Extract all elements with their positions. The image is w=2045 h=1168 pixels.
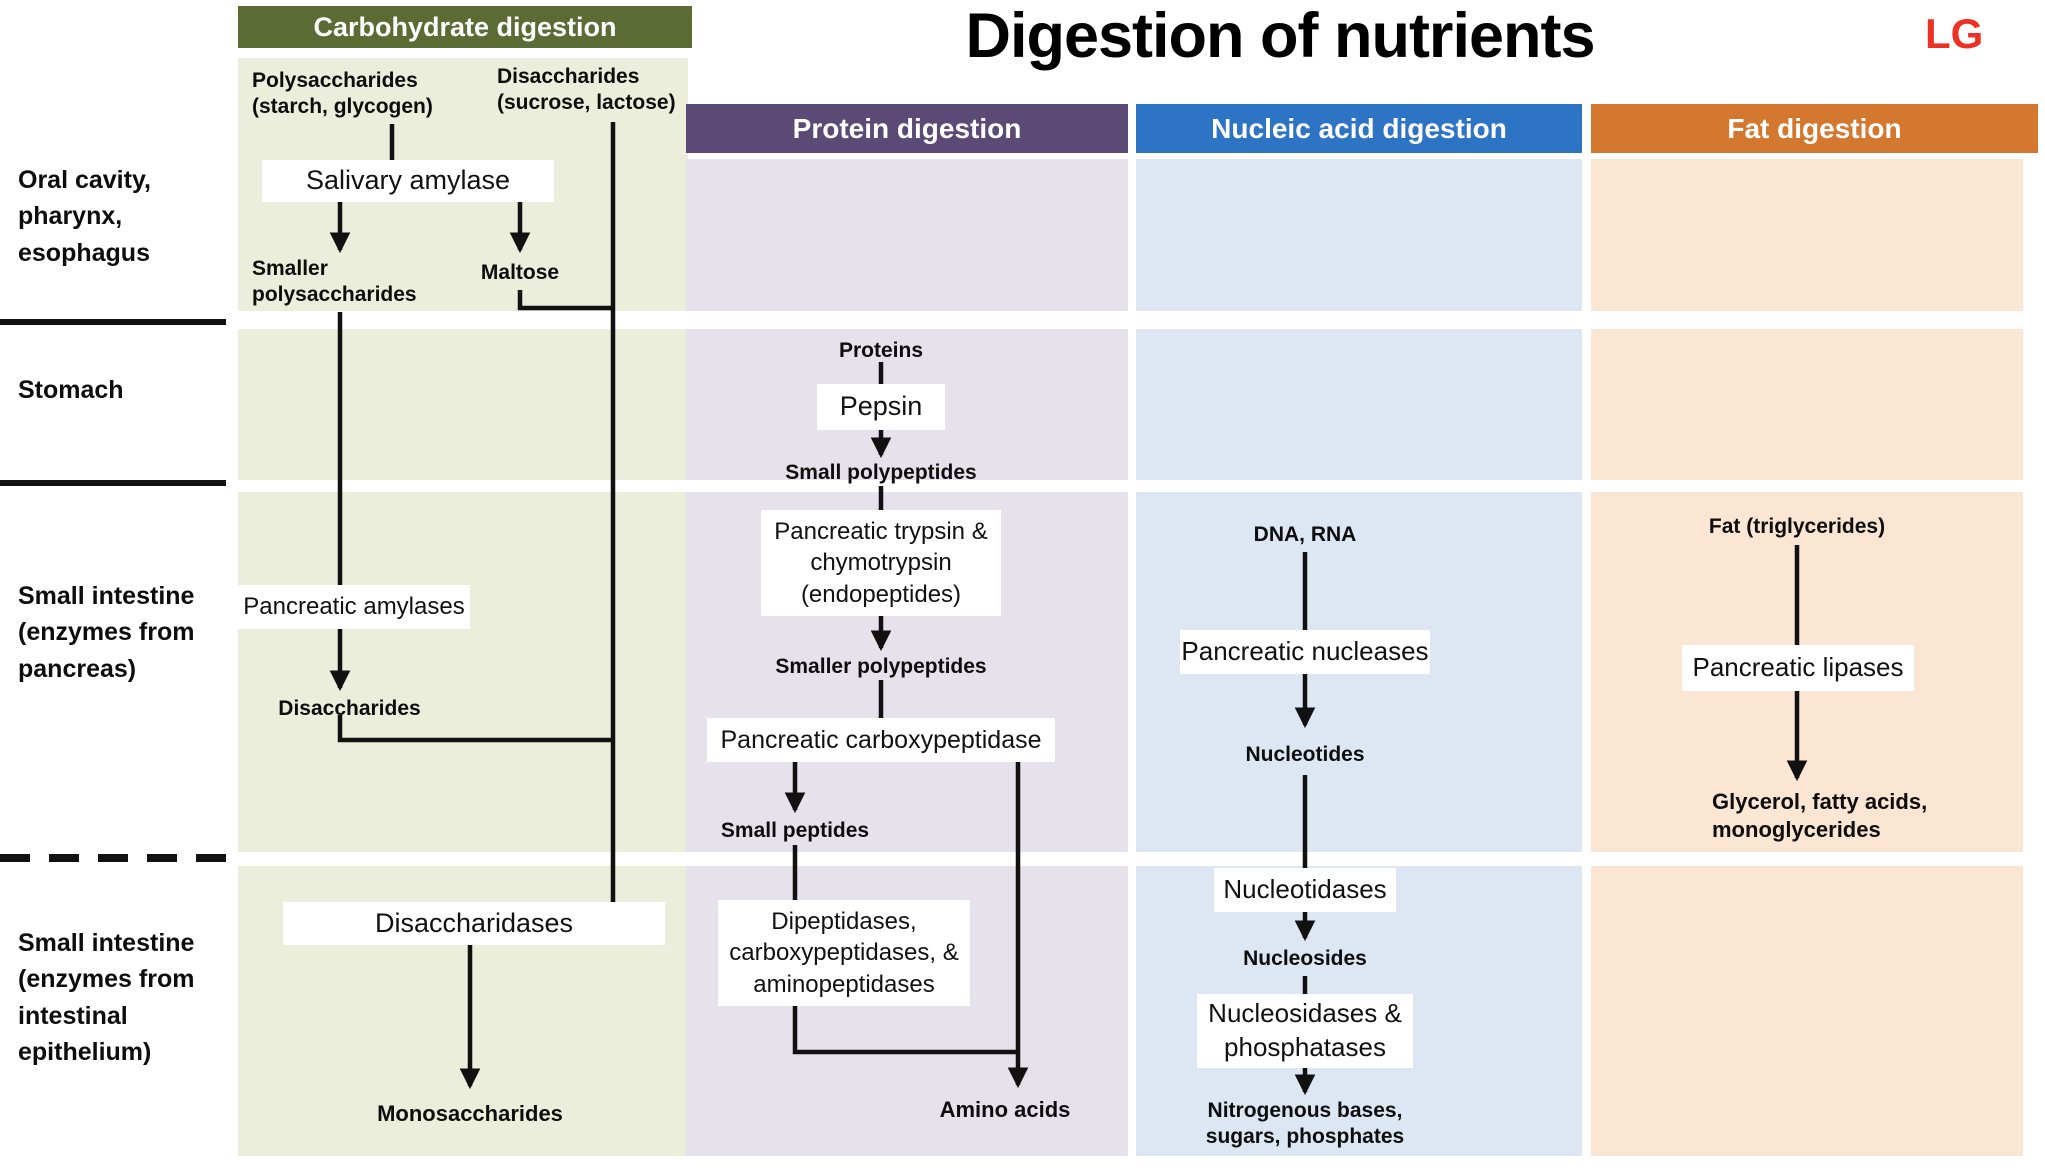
enzyme-box-salivary-amylase: Salivary amylase: [262, 160, 554, 202]
elbow-disaccharides-join: [337, 715, 613, 743]
page-title: Digestion of nutrients: [965, 1, 1596, 71]
row-label-si-pancreas: Small intestine (enzymes from pancreas): [18, 582, 195, 683]
label-dna-rna: DNA, RNA: [1253, 523, 1357, 546]
nucleic-col-bg-oral: [1136, 159, 1582, 311]
nucleic-column-header: Nucleic acid digestion: [1136, 104, 1582, 153]
label-monosaccharides: Monosaccharides: [377, 1101, 563, 1126]
row-label-stomach: Stomach: [18, 376, 124, 404]
enzyme-box-nucleotidases: Nucleotidases: [1214, 868, 1396, 912]
label-fat-triglycerides: Fat (triglycerides): [1708, 515, 1886, 538]
lg-logo: LG: [1925, 10, 1984, 57]
enzyme-box-trypsin-chymotrypsin: Pancreatic trypsin & chymotrypsin (endop…: [761, 510, 1001, 616]
nucleic-col-bg-stomach: [1136, 329, 1582, 480]
label-polysaccharides: Polysaccharides (starch, glycogen): [252, 69, 433, 119]
fat-col-bg-oral: [1591, 159, 2023, 311]
label-maltose: Maltose: [480, 261, 560, 284]
label-disaccharides-input: Disaccharides (sucrose, lactose): [497, 65, 676, 115]
label-nucleosides: Nucleosides: [1243, 947, 1367, 970]
protein-column-header: Protein digestion: [686, 104, 1128, 153]
fat-col-bg-si-epithelium: [1591, 866, 2023, 1156]
label-proteins: Proteins: [838, 339, 924, 362]
row-label-si-epithelium: Small intestine (enzymes from intestinal…: [18, 929, 195, 1066]
row-label-oral-cavity: Oral cavity, pharynx, esophagus: [18, 166, 151, 267]
enzyme-box-pancreatic-nucleases: Pancreatic nucleases: [1180, 630, 1430, 674]
enzyme-box-pancreatic-carboxypeptidase: Pancreatic carboxypeptidase: [707, 718, 1055, 762]
label-nitrogenous-bases: Nitrogenous bases, sugars, phosphates: [1205, 1099, 1405, 1149]
enzyme-box-nucleosidases-phosphatases: Nucleosidases & phosphatases: [1197, 994, 1413, 1068]
enzyme-box-dipeptidases: Dipeptidases, carboxypeptidases, & amino…: [718, 900, 970, 1006]
label-disaccharides: Disaccharides: [278, 697, 421, 720]
label-smaller-polypeptides: Smaller polypeptides: [775, 655, 987, 678]
label-amino-acids: Amino acids: [939, 1097, 1071, 1122]
protein-col-bg-oral: [686, 159, 1128, 311]
fat-column-header: Fat digestion: [1591, 104, 2038, 153]
label-nucleotides: Nucleotides: [1245, 743, 1365, 766]
fat-col-bg-stomach: [1591, 329, 2023, 480]
label-glycerol-fatty-acids: Glycerol, fatty acids, monoglycerides: [1712, 789, 1928, 842]
enzyme-box-pancreatic-lipases: Pancreatic lipases: [1682, 645, 1914, 691]
enzyme-box-disaccharidases: Disaccharidases: [283, 902, 665, 945]
label-small-peptides: Small peptides: [720, 819, 870, 842]
carb-column-header: Carbohydrate digestion: [238, 6, 692, 48]
elbow-maltose-join: [517, 290, 613, 311]
label-smaller-polysaccharides: Smaller polysaccharides: [252, 257, 417, 307]
enzyme-box-pepsin: Pepsin: [817, 384, 945, 430]
label-small-polypeptides: Small polypeptides: [785, 461, 977, 484]
enzyme-box-pancreatic-amylases: Pancreatic amylases: [238, 585, 470, 629]
